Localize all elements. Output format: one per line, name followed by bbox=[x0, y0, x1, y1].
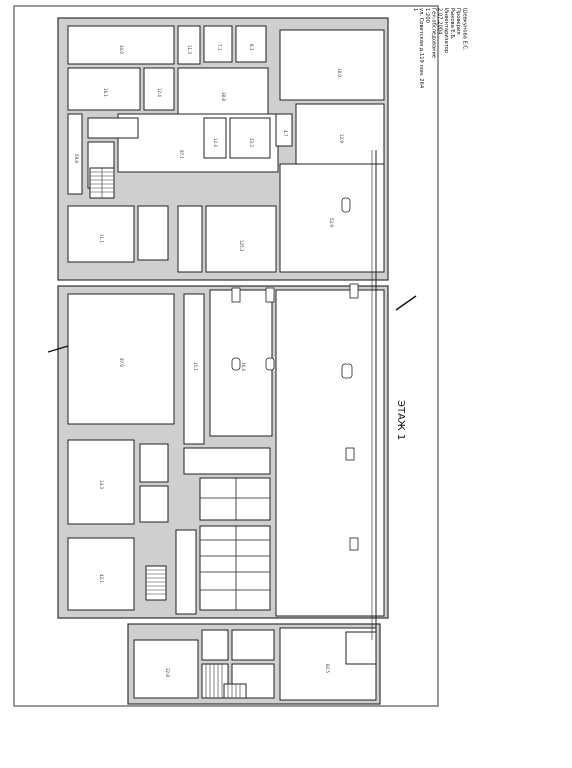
room-area-label: 97.0 bbox=[119, 358, 124, 367]
room-area-label: 12.4 bbox=[157, 88, 162, 97]
bottom-block bbox=[127, 623, 381, 705]
room-area-label: 12.9 bbox=[339, 134, 344, 143]
room-area-label: 16.1 bbox=[103, 88, 108, 97]
room-r18 bbox=[67, 293, 175, 425]
room-labels: 34.0 16.1 12.4 11.3 38.8 7.1 8.3 18.0 59.8 97.1 12… bbox=[74, 44, 344, 677]
room-area-label: 97.1 bbox=[179, 150, 184, 159]
room-r2 bbox=[67, 67, 141, 111]
room-r22 bbox=[67, 537, 135, 611]
room-r15 bbox=[67, 205, 135, 263]
stamp-line: 1:200 bbox=[424, 8, 430, 23]
room-area-label: 8.3 bbox=[249, 44, 254, 51]
room-area-label: 11.1 bbox=[99, 234, 104, 243]
stamp-number: 1 bbox=[412, 8, 418, 11]
middle-block bbox=[57, 283, 389, 619]
top-block bbox=[57, 17, 389, 281]
room-r5 bbox=[177, 67, 269, 117]
room-area-label: 32.8 bbox=[165, 668, 170, 677]
room-r6 bbox=[203, 25, 233, 63]
room-r17 bbox=[279, 163, 385, 273]
sheet-border bbox=[13, 5, 439, 707]
room-area-label: 16.4 bbox=[241, 362, 246, 371]
room-r11 bbox=[203, 117, 227, 159]
stamp-line: Инвентаризатор bbox=[443, 8, 449, 54]
room-r4 bbox=[177, 25, 201, 65]
room-area-label: 14.3 bbox=[99, 480, 104, 489]
room-area-label: 59.8 bbox=[74, 154, 79, 163]
room-r24 bbox=[133, 639, 199, 699]
room-r21 bbox=[67, 439, 135, 525]
room-r3 bbox=[143, 67, 175, 111]
room-area-label: 52.9 bbox=[329, 218, 334, 227]
room-area-label: 34.0 bbox=[119, 45, 124, 54]
stair-bottom bbox=[201, 663, 247, 699]
room-r8 bbox=[279, 29, 385, 101]
floor-label: ЭТАЖ 1 bbox=[395, 400, 406, 440]
stair-middle bbox=[145, 565, 167, 601]
room-area-label: 15.1 bbox=[193, 362, 198, 371]
room-area-label: 42.1 bbox=[99, 574, 104, 583]
room-area-label: 18.0 bbox=[337, 68, 342, 77]
room-area-label: 38.8 bbox=[221, 92, 226, 101]
stamp-line: Проверил bbox=[455, 8, 461, 35]
room-r7 bbox=[235, 25, 267, 63]
stair-top bbox=[89, 167, 115, 199]
room-r13 bbox=[275, 113, 293, 147]
room-r20 bbox=[209, 289, 273, 437]
room-r1 bbox=[67, 25, 175, 65]
room-area-label: 11.3 bbox=[187, 45, 192, 54]
stamp-line: Шевкунова Е.С. bbox=[461, 8, 467, 51]
stamp-line: Ген.обследование bbox=[430, 8, 436, 58]
room-r16b bbox=[275, 289, 385, 617]
room-area-label: 4.7 bbox=[283, 130, 288, 137]
stamp-line: 2.07.2004 bbox=[437, 8, 443, 35]
room-r16 bbox=[205, 205, 277, 273]
room-area-label: 125.3 bbox=[239, 240, 244, 252]
room-r9 bbox=[67, 113, 83, 195]
room-area-label: 12.4 bbox=[213, 138, 218, 147]
room-area-label: 13.3 bbox=[249, 138, 254, 147]
stamp-line: Рыкова Е.Б. bbox=[449, 8, 455, 40]
room-area-label: 82.5 bbox=[325, 664, 330, 673]
stamp-line: ул. Советская д.119 пом. 264 bbox=[418, 8, 424, 89]
room-r12 bbox=[229, 117, 271, 159]
room-area-label: 7.1 bbox=[217, 44, 222, 51]
room-r19 bbox=[183, 293, 205, 445]
room-r14 bbox=[295, 103, 385, 165]
